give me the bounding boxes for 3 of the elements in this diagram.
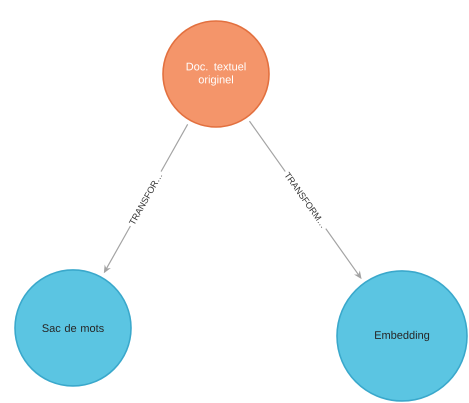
circle-node: Doc. textuel originel xyxy=(162,20,270,128)
circle-node: Sac de mots xyxy=(14,269,132,387)
circle-node: Embedding xyxy=(336,270,468,402)
